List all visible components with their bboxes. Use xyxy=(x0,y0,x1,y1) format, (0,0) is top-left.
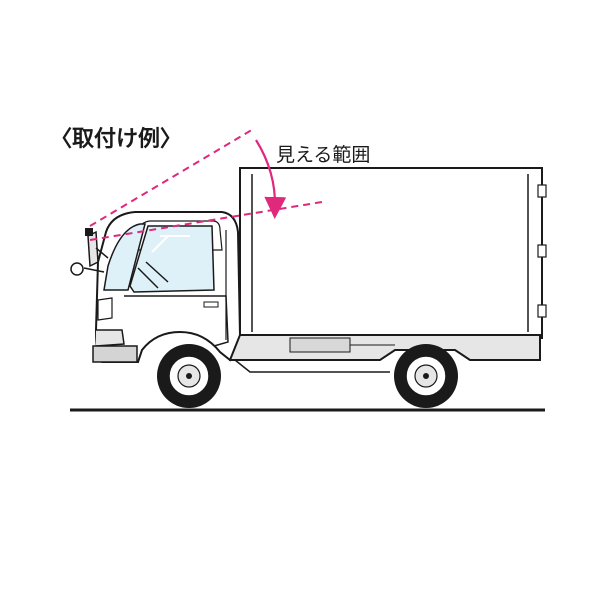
chassis-frame xyxy=(223,334,541,373)
cargo-box xyxy=(239,167,547,339)
mirror-camera-icon xyxy=(85,228,93,236)
front-wheel xyxy=(157,344,221,408)
door-window xyxy=(129,225,215,293)
truck-cab xyxy=(92,211,242,363)
visible-range-lines xyxy=(89,127,323,241)
visible-range-label: 見える範囲 xyxy=(276,144,370,166)
range-arc-arrow xyxy=(255,139,287,219)
example-title: 〈取付け例〉 xyxy=(50,127,182,152)
range-upper-line xyxy=(89,127,256,227)
windshield xyxy=(103,223,146,291)
rear-wheel xyxy=(394,344,458,408)
